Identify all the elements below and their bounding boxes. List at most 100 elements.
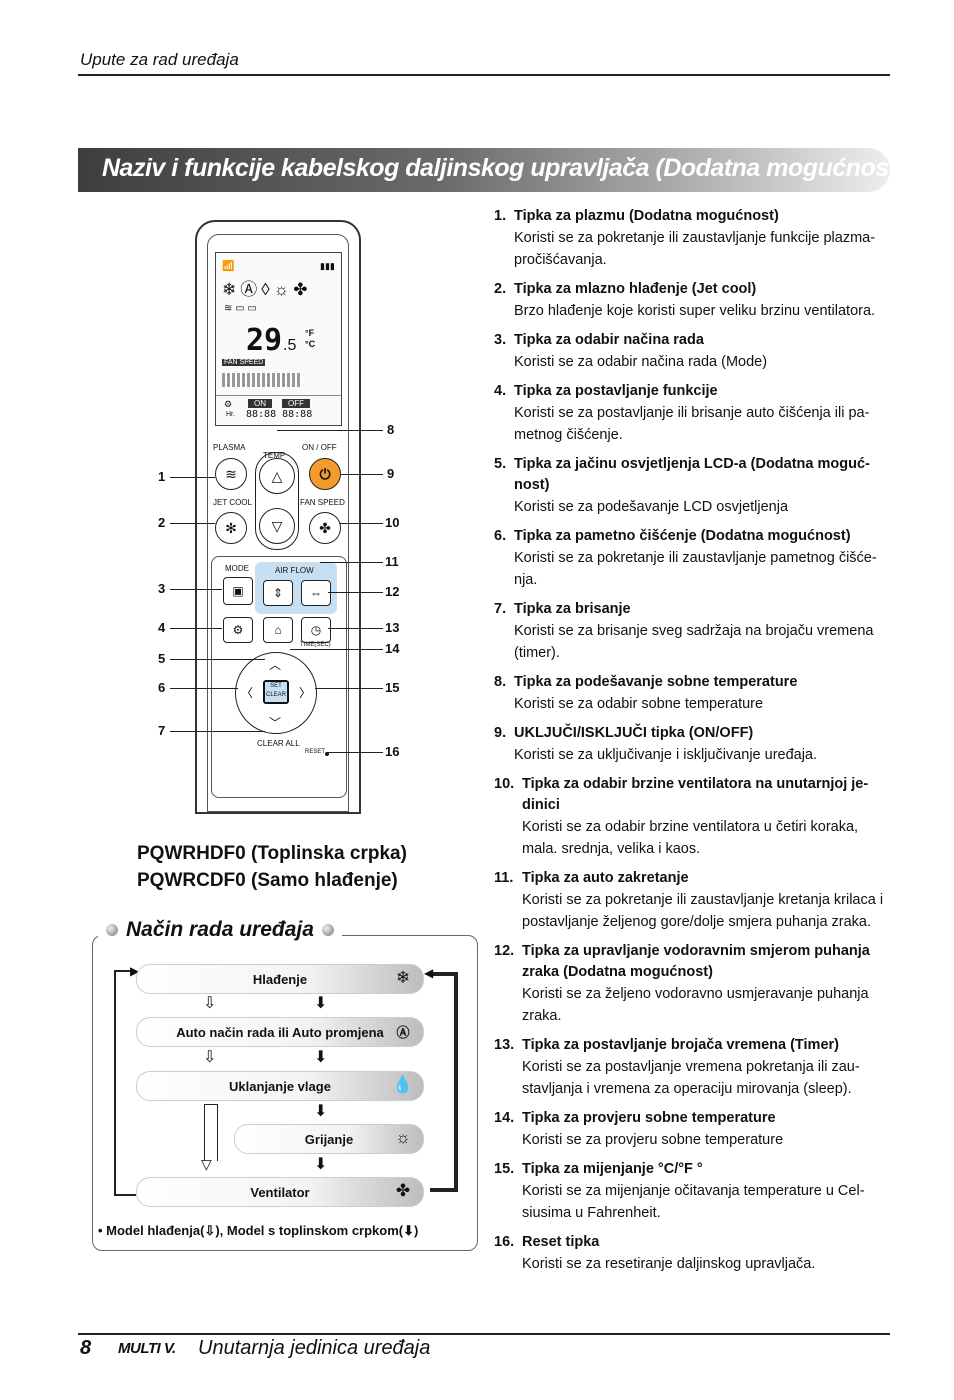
- callout-15: 15: [385, 680, 400, 695]
- item-title: Tipka za auto zakretanje: [522, 870, 689, 886]
- callout-12: 12: [385, 584, 400, 599]
- item-number: 2.: [494, 281, 507, 297]
- fan-speed-button[interactable]: ✤: [309, 512, 341, 544]
- footnote-heat-pump-model: ), Model s toplinskom crpkom(: [215, 1223, 404, 1238]
- unit-c: °C: [305, 339, 316, 349]
- reset-pinhole[interactable]: [325, 752, 329, 756]
- arrow-outline-2: ⇩: [203, 1049, 217, 1066]
- lcd-fan-speed: FAN SPEED: [222, 359, 266, 366]
- airflow-icons: ≋ ▭ ▭: [224, 303, 257, 314]
- list-item: 11.Tipka za auto zakretanje Koristi se z…: [494, 868, 894, 933]
- item-description: Koristi se za postavljanje vremena pokre…: [522, 1059, 860, 1097]
- callout-3: 3: [158, 581, 166, 596]
- callout-14: 14: [385, 641, 400, 656]
- set-clear-button[interactable]: SET CLEAR: [263, 680, 289, 704]
- item-title: Tipka za podešavanje sobne temperature: [514, 674, 798, 690]
- plasma-label: PLASMA: [213, 443, 246, 452]
- lcd-display: 📶 ▮▮▮ ❄Ⓐ◊☼✤ ≋ ▭ ▭ 29 .5 °F °C FAN SPEED …: [215, 252, 342, 426]
- item-number: 8.: [494, 674, 507, 690]
- mode-button[interactable]: ▣: [223, 577, 253, 605]
- item-title: Tipka za plazmu (Dodatna mogućnost): [514, 208, 779, 224]
- item-title: Tipka za jačinu osvjetljenja LCD-a (Doda…: [514, 456, 870, 493]
- callout-line-9: [340, 474, 383, 475]
- horizontal-airflow-button[interactable]: ⇔: [301, 580, 331, 606]
- outline-arrow-icon: ⇩: [204, 1223, 216, 1238]
- list-item: 12.Tipka za upravljanje vodoravnim smjer…: [494, 941, 894, 1027]
- direction-pad[interactable]: [235, 652, 317, 734]
- list-item: 5. Tipka za jačinu osvjetljenja LCD-a (Do…: [494, 454, 894, 518]
- footnote-cooling-model: • Model hlađenja(: [98, 1223, 205, 1238]
- callout-line-1: [170, 477, 215, 478]
- item-number: 12.: [494, 943, 515, 959]
- list-item: 14.Tipka za provjeru sobne temperature K…: [494, 1108, 894, 1151]
- callout-9: 9: [387, 466, 395, 481]
- item-number: 7.: [494, 601, 507, 617]
- function-button[interactable]: ⚙: [223, 617, 253, 643]
- room-temp-check-button[interactable]: ⌂: [263, 617, 293, 643]
- mode-label: MODE: [225, 564, 249, 573]
- page-title: Naziv i funkcije kabelskog daljinskog up…: [102, 154, 905, 182]
- droplet-icon: 💧: [392, 1075, 414, 1094]
- footer-rule: [78, 1333, 890, 1335]
- item-title: Tipka za postavljanje funkcije: [514, 383, 718, 399]
- jet-cool-button[interactable]: ✻: [215, 512, 247, 544]
- clear-all-label: CLEAR ALL: [257, 739, 300, 748]
- callout-line-15: [315, 688, 383, 689]
- battery-icon: ▮▮▮: [320, 261, 335, 271]
- unit-f: °F: [305, 328, 315, 338]
- clear-down-icon[interactable]: ﹀: [269, 716, 282, 730]
- on-off-label: ON / OFF: [302, 443, 337, 452]
- item-number: 4.: [494, 383, 507, 399]
- lcd-off: OFF: [282, 399, 310, 408]
- callout-8: 8: [387, 422, 395, 437]
- callout-line-10: [340, 523, 383, 524]
- callout-2: 2: [158, 515, 166, 530]
- lcd-mode-icons: ❄Ⓐ◊☼✤: [222, 280, 312, 299]
- callout-line-3: [170, 589, 222, 590]
- lcd-decimal: .5: [283, 337, 297, 354]
- callout-7: 7: [158, 723, 166, 738]
- heat-pump-loop-line: [430, 972, 458, 1192]
- callout-line-4: [170, 628, 222, 629]
- item-description: Brzo hlađenje koje koristi super veliku …: [514, 303, 876, 319]
- callout-line-11: [320, 562, 383, 563]
- item-number: 16.: [494, 1234, 515, 1250]
- loop-arrowhead-right: ◀: [424, 966, 434, 980]
- item-title: Tipka za mijenjanje °C/°F °: [522, 1161, 703, 1177]
- auto-swing-button[interactable]: ⇕: [263, 580, 293, 606]
- callout-line-6: [170, 688, 238, 689]
- item-description: Koristi se za brisanje sveg sadržaja na …: [514, 623, 874, 661]
- smart-clean-left-icon[interactable]: 〈: [241, 686, 254, 700]
- long-arrow-head: ▽: [201, 1156, 212, 1172]
- item-number: 11.: [494, 870, 514, 886]
- air-flow-label: AIR FLOW: [275, 566, 314, 575]
- celsius-fahrenheit-right-icon[interactable]: 〉: [299, 686, 312, 700]
- list-item: 15.Tipka za mijenjanje °C/°F ° Koristi s…: [494, 1159, 894, 1224]
- lcd-timer-digits: 88:88 88:88: [246, 409, 313, 420]
- item-description: Koristi se za provjeru sobne temperature: [522, 1132, 784, 1148]
- mode-fan: Ventilator: [136, 1177, 424, 1207]
- plasma-button[interactable]: ≋: [215, 458, 247, 490]
- item-description: Koristi se za pokretanje ili zaustavljan…: [514, 230, 876, 268]
- callout-4: 4: [158, 620, 166, 635]
- lcd-temperature: 29: [246, 323, 283, 358]
- lcd-segment-bar: [222, 373, 302, 387]
- callout-line-14: [290, 649, 383, 650]
- model-heat-pump: PQWRHDF0 (Toplinska crpka): [137, 843, 407, 864]
- timer-button[interactable]: ◷: [301, 617, 331, 643]
- item-title: Tipka za odabir načina rada: [514, 332, 704, 348]
- list-item: 6.Tipka za pametno čišćenje (Dodatna mog…: [494, 526, 894, 591]
- arrow-solid-1: ⬇: [314, 995, 328, 1012]
- callout-line-8: [277, 430, 383, 431]
- list-item: 2.Tipka za mlazno hlađenje (Jet cool) Br…: [494, 279, 894, 322]
- time-sec-label: TIME(SEC): [300, 642, 331, 648]
- snowflake-icon: ❄: [395, 968, 411, 987]
- callout-line-13: [328, 628, 383, 629]
- brand-logo: MULTI V.: [118, 1340, 176, 1357]
- item-number: 5.: [494, 456, 507, 472]
- callout-16: 16: [385, 744, 400, 759]
- list-item: 4.Tipka za postavljanje funkcije Koristi…: [494, 381, 894, 446]
- callout-1: 1: [158, 469, 166, 484]
- lcd-light-up-icon[interactable]: ︿: [269, 658, 282, 672]
- on-off-button[interactable]: ⏻: [309, 458, 341, 490]
